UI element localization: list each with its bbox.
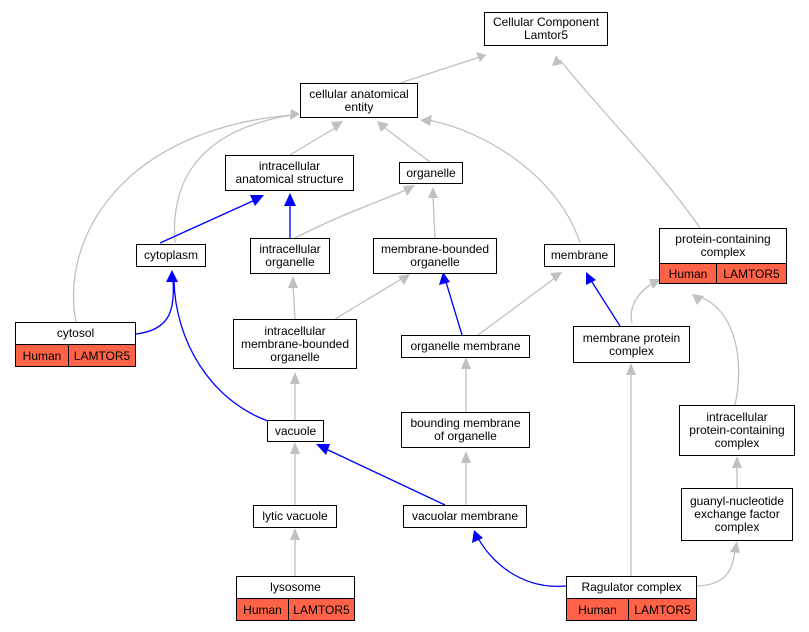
edge-om-to-membrane bbox=[477, 277, 556, 336]
edge-mpc-to-membrane bbox=[591, 281, 621, 327]
edge-vm-to-vacuole bbox=[325, 448, 446, 506]
edge-vacuole-to-cytoplasm bbox=[173, 279, 269, 422]
node-membrane-protein-complex[interactable]: membrane protein complex bbox=[573, 326, 690, 363]
species-label: Human bbox=[237, 599, 288, 620]
edge-cytoplasm-to-cae bbox=[173, 114, 293, 244]
edge-ragulator-to-gnefc bbox=[696, 549, 736, 587]
gene-label: LAMTOR5 bbox=[288, 599, 354, 620]
node-vacuolar-membrane[interactable]: vacuolar membrane bbox=[403, 505, 527, 528]
species-label: Human bbox=[567, 599, 628, 620]
species-label: Human bbox=[16, 345, 68, 366]
edge-ias-to-cae bbox=[289, 127, 336, 156]
annotation-lysosome: Human LAMTOR5 bbox=[236, 598, 355, 621]
edge-cytosol-to-cae bbox=[72, 114, 293, 323]
edge-io-to-organelle bbox=[294, 187, 411, 239]
gene-label: LAMTOR5 bbox=[628, 599, 696, 620]
node-guanyl-nucleotide-exchange-factor-complex[interactable]: guanyl-nucleotide exchange factor comple… bbox=[681, 488, 793, 541]
node-ragulator-complex[interactable]: Ragulator complex bbox=[566, 576, 697, 599]
node-cytosol[interactable]: cytosol bbox=[15, 322, 136, 345]
edge-ragulator-to-vm bbox=[477, 537, 567, 587]
node-intracellular-anatomical-structure[interactable]: intracellular anatomical structure bbox=[225, 155, 354, 191]
species-label: Human bbox=[660, 264, 716, 283]
node-intracellular-protein-containing-complex[interactable]: intracellular protein-containing complex bbox=[679, 405, 795, 456]
edge-cytosol-to-cytoplasm bbox=[135, 279, 175, 335]
node-lytic-vacuole[interactable]: lytic vacuole bbox=[253, 505, 337, 528]
edge-imbo-to-mbo bbox=[334, 277, 404, 320]
node-vacuole[interactable]: vacuole bbox=[267, 420, 324, 442]
node-membrane[interactable]: membrane bbox=[544, 244, 615, 267]
edge-mbo-to-organelle bbox=[432, 195, 436, 239]
node-cellular-component[interactable]: Cellular Component Lamtor5 bbox=[484, 12, 608, 46]
node-organelle-membrane[interactable]: organelle membrane bbox=[401, 335, 530, 358]
edge-cytoplasm-to-ias bbox=[159, 199, 256, 244]
gene-label: LAMTOR5 bbox=[68, 345, 135, 366]
edge-imbo-to-io bbox=[292, 284, 296, 320]
node-lysosome[interactable]: lysosome bbox=[236, 576, 355, 599]
edge-mpc-to-pcc bbox=[630, 281, 656, 324]
edge-organelle-to-cae bbox=[384, 127, 431, 163]
node-organelle[interactable]: organelle bbox=[399, 162, 463, 184]
node-cellular-anatomical-entity[interactable]: cellular anatomical entity bbox=[300, 83, 418, 118]
node-protein-containing-complex[interactable]: protein-containing complex bbox=[659, 228, 787, 264]
annotation-protein-containing-complex: Human LAMTOR5 bbox=[659, 263, 787, 284]
edge-membrane-to-cae bbox=[427, 119, 581, 244]
gene-label: LAMTOR5 bbox=[716, 264, 786, 283]
edge-ipcc-to-pcc bbox=[699, 296, 740, 406]
edge-om-to-mbo bbox=[445, 281, 463, 336]
node-cytoplasm[interactable]: cytoplasm bbox=[136, 244, 206, 267]
node-membrane-bounded-organelle[interactable]: membrane-bounded organelle bbox=[373, 238, 497, 274]
edge-cae-to-cellular-component bbox=[399, 54, 487, 84]
node-intracellular-organelle[interactable]: intracellular organelle bbox=[250, 238, 330, 274]
node-intracellular-membrane-bounded-organelle[interactable]: intracellular membrane-bounded organelle bbox=[233, 319, 357, 369]
annotation-ragulator-complex: Human LAMTOR5 bbox=[566, 598, 697, 621]
edge-pcc-to-cellular-component bbox=[559, 59, 701, 229]
node-bounding-membrane-of-organelle[interactable]: bounding membrane of organelle bbox=[401, 412, 530, 448]
annotation-cytosol: Human LAMTOR5 bbox=[15, 344, 136, 367]
